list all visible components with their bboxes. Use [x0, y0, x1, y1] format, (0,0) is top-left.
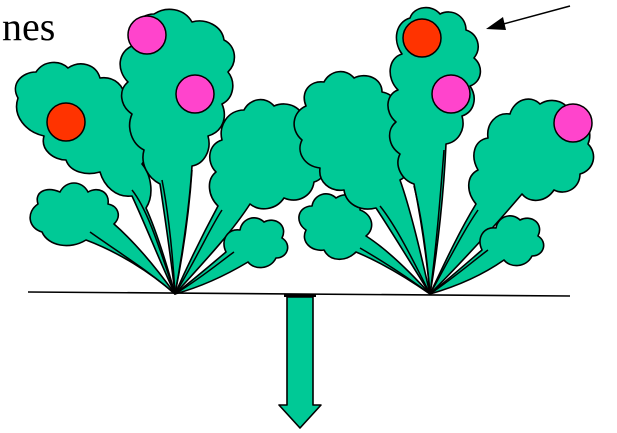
pink-dot — [554, 104, 592, 142]
arrow-body — [279, 297, 321, 428]
red-dot — [47, 103, 85, 141]
pink-dot — [128, 16, 166, 54]
left-rosette — [15, 9, 326, 294]
down-arrow-icon — [279, 294, 321, 428]
pink-dot — [176, 75, 214, 113]
pink-dot — [432, 75, 470, 113]
right-rosette — [294, 8, 593, 294]
red-dot — [403, 19, 441, 57]
cut-off-label: nes — [2, 4, 55, 49]
pointer-arrow-icon — [486, 6, 570, 30]
